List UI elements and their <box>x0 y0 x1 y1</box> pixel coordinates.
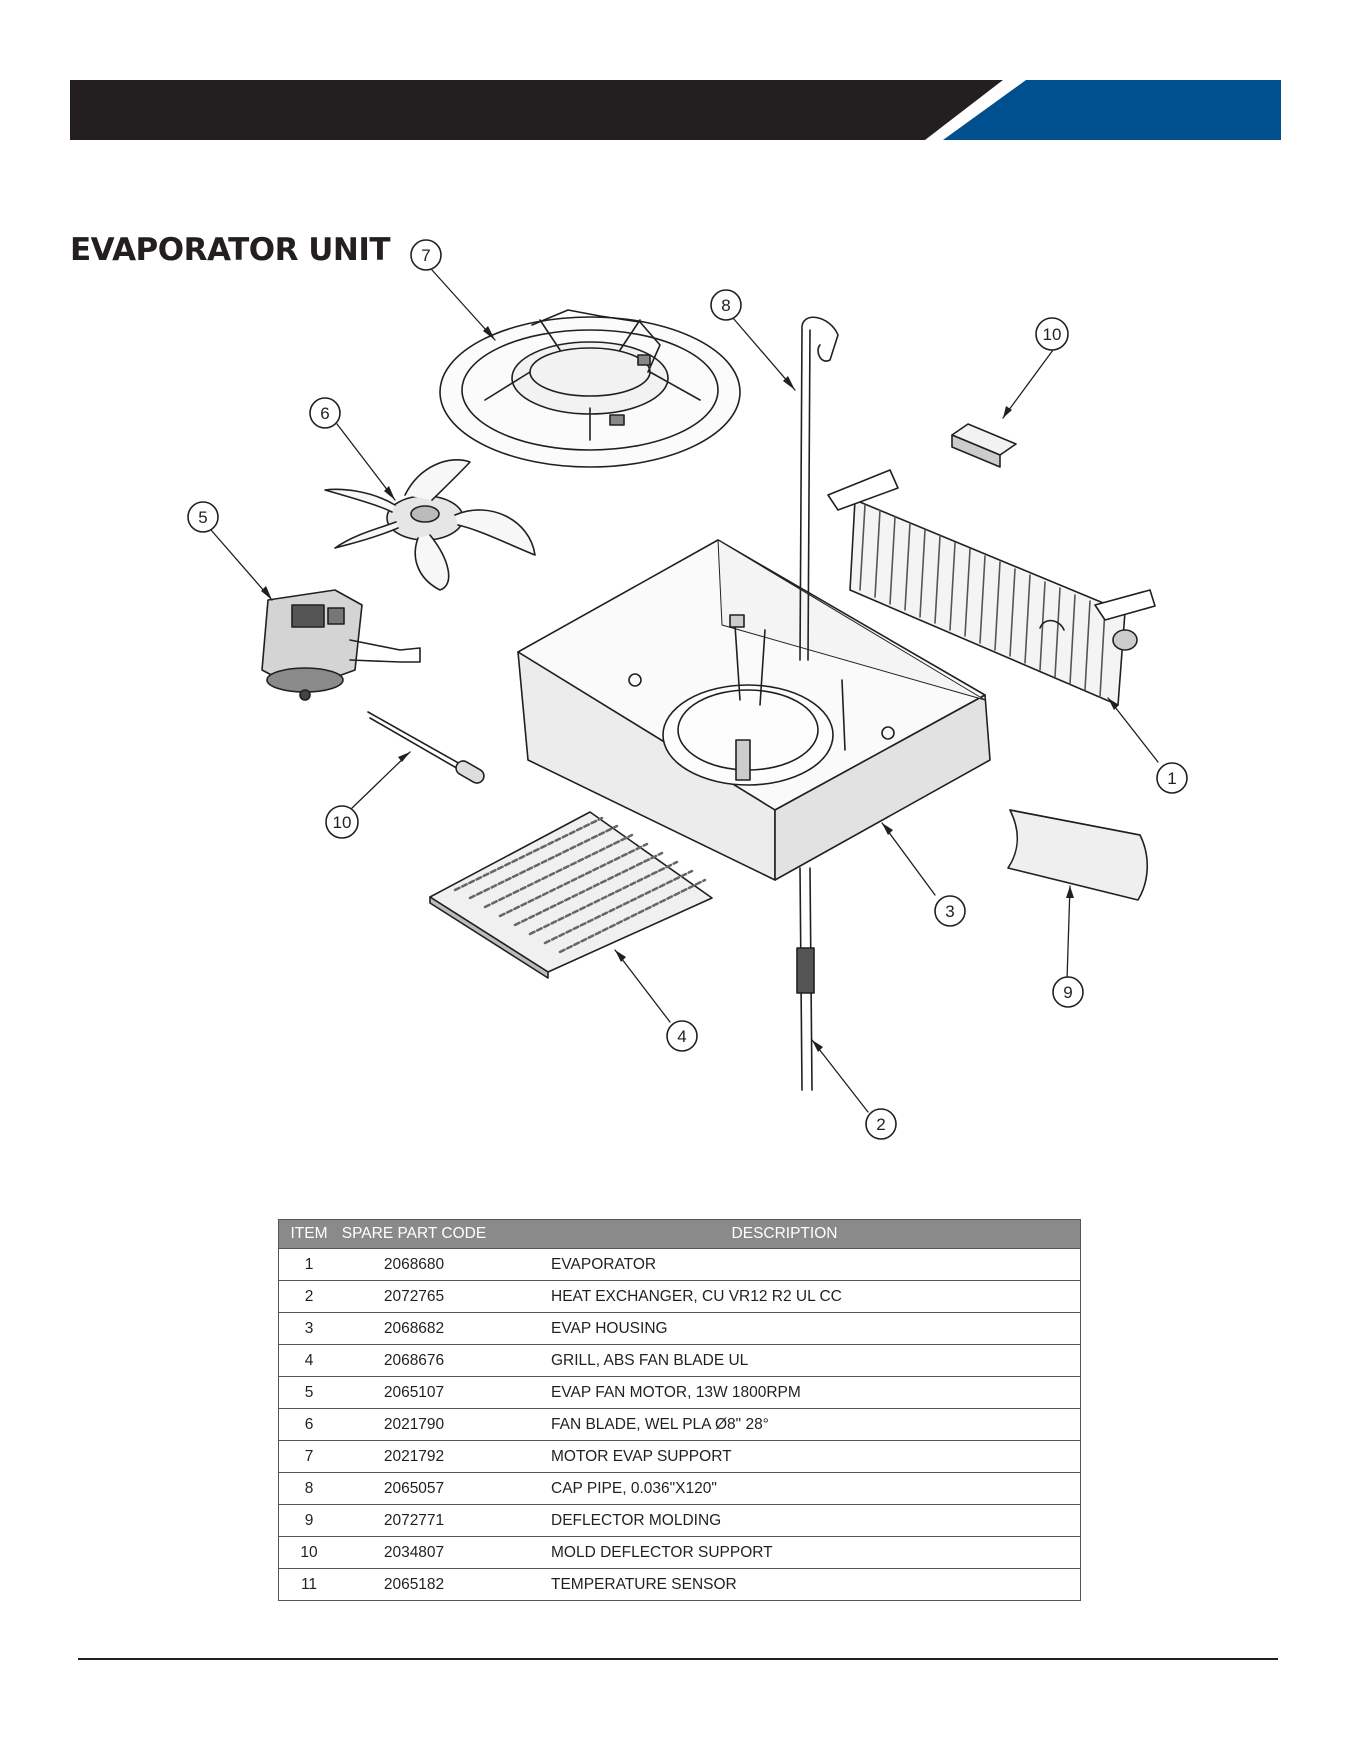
part-description: DEFLECTOR MOLDING <box>489 1504 1081 1537</box>
callout-3: 3 <box>934 895 966 927</box>
evap-housing-part <box>517 539 991 881</box>
callout-6: 6 <box>309 397 341 429</box>
part-description: MOTOR EVAP SUPPORT <box>489 1440 1081 1473</box>
item-number: 4 <box>278 1344 339 1377</box>
fan-motor-part <box>261 589 421 701</box>
callout-9-label: 9 <box>1063 983 1072 1002</box>
callout-1: 1 <box>1156 762 1188 794</box>
item-number: 8 <box>278 1472 339 1505</box>
callout-6-label: 6 <box>320 404 329 423</box>
callout-7-label: 7 <box>421 246 430 265</box>
table-row: 11 2065182 TEMPERATURE SENSOR <box>279 1569 1081 1601</box>
part-description: MOLD DEFLECTOR SUPPORT <box>489 1536 1081 1569</box>
callout-5: 5 <box>187 501 219 533</box>
deflector-molding-part <box>1007 809 1149 901</box>
part-code: 2021792 <box>339 1440 489 1473</box>
item-number: 7 <box>278 1440 339 1473</box>
part-code: 2065107 <box>339 1376 489 1409</box>
callout-3-label: 3 <box>945 902 954 921</box>
evaporator-part <box>827 469 1156 706</box>
part-code: 2068680 <box>339 1248 489 1281</box>
cap-pipe-part <box>796 316 839 1091</box>
part-code: 2065057 <box>339 1472 489 1505</box>
leader-lines <box>210 269 1159 1113</box>
header-spare-part-code: SPARE PART CODE <box>339 1219 489 1249</box>
part-description: EVAPORATOR <box>489 1248 1081 1281</box>
part-code: 2021790 <box>339 1408 489 1441</box>
item-number: 10 <box>278 1536 339 1569</box>
fan-blade-part <box>324 459 536 591</box>
part-description: TEMPERATURE SENSOR <box>551 1575 737 1593</box>
part-code: 2065182 <box>383 1575 445 1593</box>
part-code: 2068676 <box>339 1344 489 1377</box>
part-code: 2072771 <box>339 1504 489 1537</box>
callout-2-label: 2 <box>876 1115 885 1134</box>
callout-10-upper: 10 <box>1035 317 1069 351</box>
part-description: CAP PIPE, 0.036"X120" <box>489 1472 1081 1505</box>
callout-2: 2 <box>865 1108 897 1140</box>
item-number: 2 <box>278 1280 339 1313</box>
part-description: GRILL, ABS FAN BLADE UL <box>489 1344 1081 1377</box>
footer-rule <box>78 1658 1278 1660</box>
callout-8-label: 8 <box>721 296 730 315</box>
callout-9: 9 <box>1052 976 1084 1008</box>
motor-support-part <box>439 309 741 468</box>
header-banner <box>70 80 1281 140</box>
header-dark-bar <box>70 80 1003 140</box>
item-number: 1 <box>278 1248 339 1281</box>
table-header-row: ITEM SPARE PART CODE DESCRIPTION <box>278 1219 1081 1249</box>
callout-5-label: 5 <box>198 508 207 527</box>
callout-1-label: 1 <box>1167 769 1176 788</box>
part-description: FAN BLADE, WEL PLA Ø8" 28° <box>489 1408 1081 1441</box>
item-number: 3 <box>278 1312 339 1345</box>
header-item: ITEM <box>278 1219 339 1249</box>
header-blue-accent <box>943 80 1281 140</box>
item-number: 11 <box>300 1575 318 1593</box>
part-description: HEAT EXCHANGER, CU VR12 R2 UL CC <box>489 1280 1081 1313</box>
item-number: 9 <box>278 1504 339 1537</box>
callout-8: 8 <box>710 289 742 321</box>
item-number: 6 <box>278 1408 339 1441</box>
exploded-diagram: 7 8 10 6 5 10 1 3 9 4 2 <box>187 239 1188 1140</box>
callout-10-upper-label: 10 <box>1043 325 1062 344</box>
header-description: DESCRIPTION <box>489 1219 1081 1249</box>
callout-10-lower-label: 10 <box>333 813 352 832</box>
callout-4: 4 <box>666 1020 698 1052</box>
part-code: 2072765 <box>339 1280 489 1313</box>
callout-10-lower: 10 <box>325 805 359 839</box>
item-number: 5 <box>278 1376 339 1409</box>
temperature-sensor-part <box>367 711 485 784</box>
part-code: 2034807 <box>339 1536 489 1569</box>
leader-arrowheads <box>261 326 1119 1052</box>
part-description: EVAP HOUSING <box>489 1312 1081 1345</box>
deflector-support-part <box>951 423 1017 468</box>
section-title: EVAPORATOR UNIT <box>70 232 391 268</box>
callout-7: 7 <box>410 239 442 271</box>
grill-part <box>429 811 713 979</box>
callout-4-label: 4 <box>677 1027 686 1046</box>
part-description: EVAP FAN MOTOR, 13W 1800RPM <box>489 1376 1081 1409</box>
part-code: 2068682 <box>339 1312 489 1345</box>
